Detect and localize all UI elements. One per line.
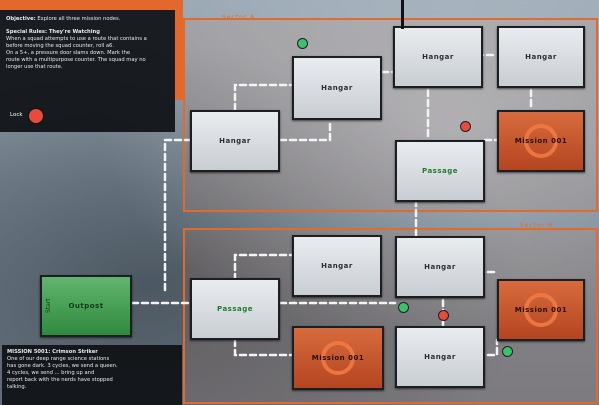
tile-label: Outpost <box>68 302 103 310</box>
panel-accent-top <box>0 0 183 10</box>
rule-line-4: route with a multipurpose counter. The s… <box>6 57 169 64</box>
tile-label: Mission 001 <box>312 354 364 362</box>
tile-label: Hangar <box>321 84 353 92</box>
tile-label: Passage <box>422 167 458 175</box>
red-lock-marker[interactable] <box>438 310 449 321</box>
mission-brief-panel: MISSION 5001: Crimson Striker One of our… <box>2 345 182 405</box>
tile-upper-mission[interactable]: Mission 001 <box>497 110 585 172</box>
route-start-to-hangar <box>165 140 190 290</box>
mission-rules-panel: Objective: Explore all three mission nod… <box>0 10 175 132</box>
tile-label: Hangar <box>424 353 456 361</box>
route-passage-mission-lower <box>235 340 292 355</box>
pointer-line <box>401 0 404 29</box>
tile-upper-hangar-1[interactable]: Hangar <box>190 110 280 172</box>
red-lock-marker[interactable] <box>460 121 471 132</box>
route-hangar-left-up <box>235 85 292 110</box>
lock-label: Lock <box>10 112 23 118</box>
tile-lower-hangar-1[interactable]: Hangar <box>292 235 382 297</box>
mission-brief-line-5: talking. <box>7 384 177 391</box>
lock-icon <box>28 108 44 124</box>
panel-accent-side <box>175 0 183 100</box>
tile-upper-hangar-3[interactable]: Hangar <box>393 26 483 88</box>
tile-lower-hangar-2[interactable]: Hangar <box>395 236 485 298</box>
special-rules-label: Special Rules: They're Watching <box>6 29 100 35</box>
rule-line-3: On a 5+, a pressure door slams down. Mar… <box>6 50 169 57</box>
tile-lower-hangar-3[interactable]: Hangar <box>395 326 485 388</box>
tile-lower-passage[interactable]: Passage <box>190 278 280 340</box>
tile-start-outpost[interactable]: Start Outpost <box>40 275 132 337</box>
tile-label: Hangar <box>525 53 557 61</box>
green-counter-marker[interactable] <box>502 346 513 357</box>
tile-upper-hangar-4[interactable]: Hangar <box>497 26 585 88</box>
route-passage-hangar <box>235 255 292 280</box>
tile-label: Hangar <box>321 262 353 270</box>
start-side-label: Start <box>45 281 55 331</box>
tile-label: Passage <box>217 305 253 313</box>
mission-brief-line-1: One of our deep range science stations <box>7 356 177 363</box>
mission-brief-line-4: report back with the nerds have stopped <box>7 377 177 384</box>
rule-line-1: When a squad attempts to use a route tha… <box>6 36 169 43</box>
tile-upper-hangar-2[interactable]: Hangar <box>292 56 382 120</box>
green-counter-marker[interactable] <box>297 38 308 49</box>
tile-label: Hangar <box>422 53 454 61</box>
objective-label: Objective: <box>6 16 36 22</box>
tile-label: Mission 001 <box>515 306 567 314</box>
tile-upper-passage[interactable]: Passage <box>395 140 485 202</box>
mission-brief-line-3: 4 cycles, we send ... bring up and <box>7 370 177 377</box>
green-counter-marker[interactable] <box>398 302 409 313</box>
rule-line-5: longer use that route. <box>6 64 169 71</box>
rule-line-2: before moving the squad counter, roll a6… <box>6 43 169 50</box>
mission-brief-title: MISSION 5001: Crimson Striker <box>7 349 177 356</box>
objective-text: Explore all three mission nodes. <box>37 16 120 22</box>
tile-label: Mission 001 <box>515 137 567 145</box>
mission-brief-line-2: has gone dark. 3 cycles, we send a queen… <box>7 363 177 370</box>
route-hangar-to-hangar <box>280 120 330 140</box>
tile-lower-mission-right[interactable]: Mission 001 <box>497 279 585 341</box>
tile-lower-mission-center[interactable]: Mission 001 <box>292 326 384 390</box>
tile-label: Hangar <box>424 263 456 271</box>
tile-label: Hangar <box>219 137 251 145</box>
